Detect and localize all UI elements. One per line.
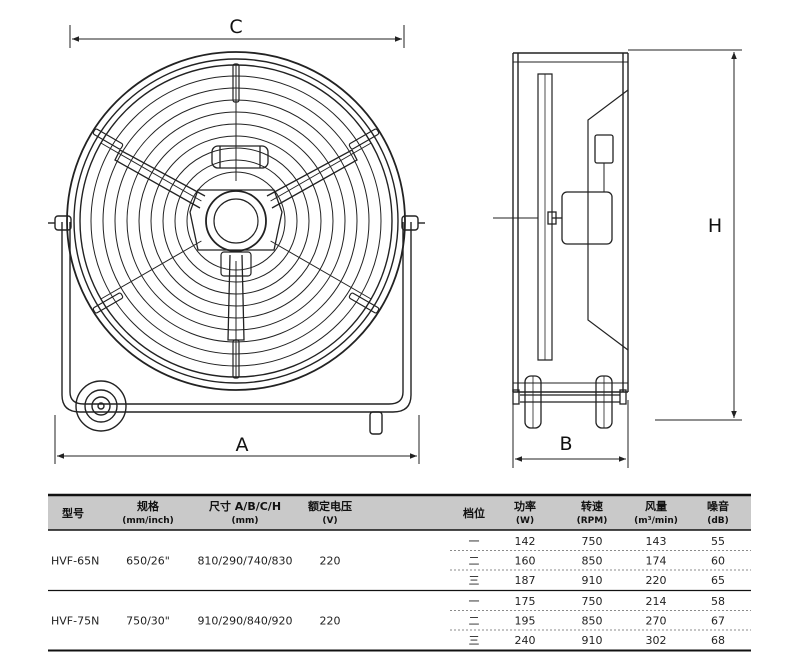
front-wheel	[75, 380, 127, 432]
table-cell-gear: 三	[469, 634, 480, 647]
table-header-5: 功率	[514, 499, 536, 513]
table-cell-rpm: 910	[582, 634, 603, 647]
fan-hub	[189, 189, 283, 277]
table-cell-power: 160	[515, 555, 536, 568]
spec-table: 型号 规格 (mm/inch) 尺寸 A/B/C/H (mm) 额定电压 (V) 档位 功率 (W…	[48, 493, 751, 652]
table-row-gear: 三 187 910 220 65	[469, 574, 726, 587]
table-cell-airflow: 174	[646, 555, 667, 568]
table-cell-gear: 三	[469, 574, 480, 587]
table-cell-rpm: 750	[582, 595, 603, 608]
table-header-band	[48, 495, 751, 530]
side-view	[493, 49, 742, 468]
table-row-gear: 二 195 850 270 67	[469, 615, 726, 628]
table-row: HVF-65N 650/26" 810/290/740/830 220 一 142 750 1…	[51, 535, 751, 587]
table-cell-power: 240	[515, 634, 536, 647]
table-cell-airflow: 214	[646, 595, 667, 608]
table-cell-noise: 67	[711, 615, 725, 628]
dim-a	[54, 415, 420, 464]
table-row-gear: 一 142 750 143 55	[469, 535, 726, 548]
table-cell-gear: 一	[469, 535, 480, 548]
table-cell-spec: 650/26"	[126, 554, 170, 567]
dim-label-b: B	[559, 433, 572, 455]
table-cell-noise: 60	[711, 555, 725, 568]
table-header-2: 尺寸 A/B/C/H	[209, 499, 281, 513]
table-cell-gear: 一	[469, 595, 480, 608]
dim-b	[512, 400, 629, 468]
table-cell-size: 910/290/840/920	[197, 614, 292, 627]
table-header-4: 档位	[463, 506, 485, 520]
side-blade	[537, 73, 553, 361]
table-header-1: 规格	[137, 499, 160, 513]
table-cell-gear: 二	[469, 555, 480, 568]
table-row-gear: 三 240 910 302 68	[469, 634, 726, 647]
table-header-6: 转速	[581, 499, 603, 513]
side-motor	[493, 134, 614, 245]
dim-c	[69, 25, 405, 48]
front-view-labels: C A	[229, 16, 248, 456]
table-row: HVF-75N 750/30" 910/290/840/920 220 一 175 750 2…	[51, 595, 751, 647]
table-cell-rpm: 850	[582, 555, 603, 568]
table-header-8: 噪音	[707, 499, 729, 513]
table-header-3: 额定电压	[308, 499, 352, 513]
table-cell-power: 187	[515, 574, 536, 587]
table-header-unit-1: (mm/inch)	[122, 516, 174, 526]
side-wheels	[512, 375, 627, 429]
table-cell-gear: 二	[469, 615, 480, 628]
table-cell-noise: 55	[711, 535, 725, 548]
table-cell-rpm: 750	[582, 535, 603, 548]
table-cell-airflow: 302	[646, 634, 667, 647]
dim-label-h: H	[708, 215, 722, 237]
side-housing	[512, 52, 629, 393]
table-row-gear: 二 160 850 174 60	[469, 555, 726, 568]
table-header-unit-3: (V)	[322, 516, 337, 526]
table-header-unit-5: (W)	[516, 516, 534, 526]
table-cell-power: 142	[515, 535, 536, 548]
capacitor-box	[211, 145, 269, 169]
table-cell-airflow: 220	[646, 574, 667, 587]
table-cell-power: 175	[515, 595, 536, 608]
table-cell-noise: 68	[711, 634, 725, 647]
table-header-unit-7: (m³/min)	[634, 516, 678, 526]
dim-h	[628, 49, 742, 421]
table-header-7: 风量	[645, 499, 667, 513]
stand-frame	[48, 215, 425, 435]
table-header-0: 型号	[62, 506, 84, 520]
table-cell-model: HVF-75N	[51, 614, 99, 627]
table-cell-rpm: 910	[582, 574, 603, 587]
table-cell-airflow: 143	[646, 535, 667, 548]
front-view	[48, 25, 425, 464]
table-cell-airflow: 270	[646, 615, 667, 628]
fan-guard-spokes	[100, 65, 372, 377]
dim-label-a: A	[236, 434, 249, 456]
table-cell-voltage: 220	[320, 554, 341, 567]
table-cell-power: 195	[515, 615, 536, 628]
table-cell-model: HVF-65N	[51, 554, 99, 567]
table-cell-noise: 58	[711, 595, 725, 608]
table-cell-rpm: 850	[582, 615, 603, 628]
table-header-unit-6: (RPM)	[577, 516, 608, 526]
table-cell-noise: 65	[711, 574, 725, 587]
table-cell-size: 810/290/740/830	[197, 554, 292, 567]
table-cell-voltage: 220	[320, 614, 341, 627]
side-view-labels: B H	[559, 215, 722, 455]
dim-label-c: C	[229, 16, 242, 38]
table-row-gear: 一 175 750 214 58	[469, 595, 726, 608]
table-header-unit-2: (mm)	[232, 516, 259, 526]
table-header-unit-8: (dB)	[707, 516, 729, 526]
motor-brackets	[114, 149, 358, 341]
table-cell-spec: 750/30"	[126, 614, 170, 627]
